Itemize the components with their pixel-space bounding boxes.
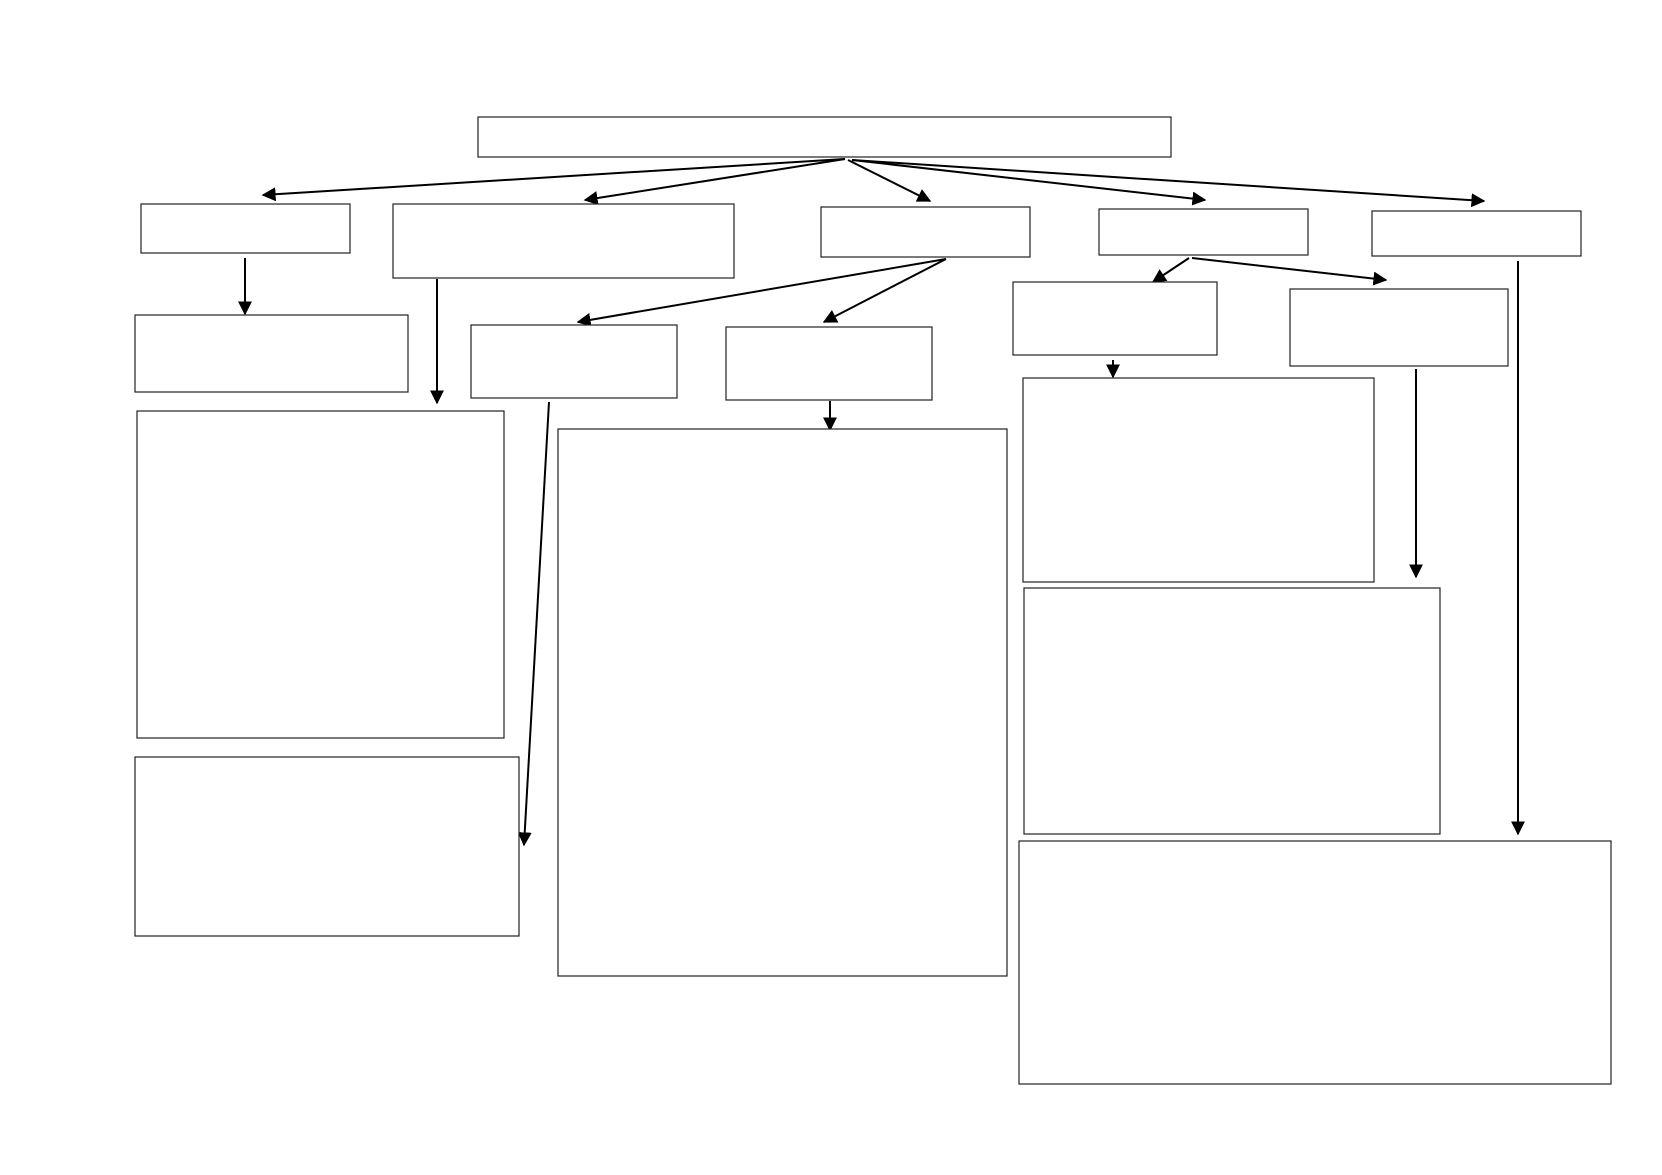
level1-c-box	[820, 206, 1031, 258]
c-detail-box	[557, 428, 1008, 977]
level1-b-box	[392, 203, 735, 279]
arrow-root-to-level1-c	[847, 159, 932, 202]
arrow-root-to-level1-b	[583, 158, 846, 205]
arrow-root-to-level1-e	[851, 159, 1486, 208]
level1-e-box	[1371, 210, 1582, 257]
a-child-box	[134, 314, 409, 393]
arrow-root-to-level1-d	[851, 159, 1207, 206]
c-child-1-box	[470, 324, 678, 399]
arrow-root-to-level1-a	[261, 158, 846, 202]
level1-a-box	[140, 203, 351, 254]
d-detail-1-box	[1022, 377, 1375, 583]
c-child-2-box	[725, 326, 933, 401]
d-child-1-box	[1012, 281, 1218, 356]
d-child-2-box	[1289, 288, 1509, 367]
arrow-level1-d-to-d-child-1	[1151, 257, 1190, 283]
arrow-level1-d-to-d-child-2	[1191, 257, 1388, 286]
d-detail-2-box	[1023, 587, 1441, 835]
nodes	[134, 116, 1612, 1085]
b-child-1-box	[136, 410, 505, 739]
root-box	[477, 116, 1172, 158]
b-child-2-box	[134, 756, 520, 937]
e-detail-box	[1018, 840, 1612, 1085]
arrow-level1-c-to-c-child-2	[822, 258, 947, 323]
arrow-c-child-1-to-b-child-2	[517, 401, 550, 847]
level1-d-box	[1098, 208, 1309, 256]
arrow-level1-c-to-c-child-1	[576, 258, 947, 327]
connectors	[238, 158, 1525, 847]
